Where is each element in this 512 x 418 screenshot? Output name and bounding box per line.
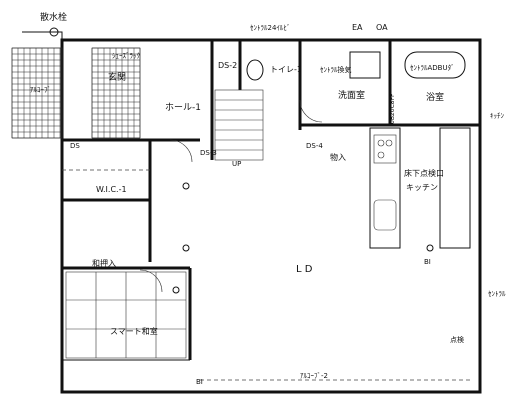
drain-marker [49,27,59,37]
label-washitsu: スマート和室 [110,326,158,336]
kitchen-counter [369,127,401,249]
staircase [214,89,264,161]
label-wic: W.I.C.-1 [96,185,127,194]
label-ds-top: DS [70,142,80,150]
label-ea: EA [352,23,363,32]
label-drain: 散水栓 [40,11,67,23]
label-hall: ホール-1 [165,102,201,113]
label-central-exhaust: ｾﾝﾄﾗﾙ換気 [320,65,352,74]
bathtub [404,51,466,79]
label-oa: OA [376,23,388,32]
label-up: UP [232,160,241,168]
toilet-bowl [246,59,264,81]
door-swing-toilet [299,99,323,123]
label-storage: 物入 [330,152,346,162]
light-fixture [182,244,190,252]
label-side: ｷｯﾁﾝ [490,112,504,120]
label-bi2: BI [196,378,203,386]
tile-pattern-genkan [91,47,141,139]
door-swing-hall [169,139,193,163]
light-fixture [182,182,190,190]
label-kitchen-2: キッチン [406,183,438,192]
label-bi: BI [424,258,431,266]
label-zentora24: ｾﾝﾄﾗﾙ24ｲﾙﾋﾞ [250,24,290,32]
label-ds4: DS-4 [306,142,323,150]
light-fixture [426,244,434,252]
label-ds2: DS-2 [218,61,237,70]
kitchen-back-counter [439,127,471,249]
annex-outline [22,31,63,44]
label-shoe-rack: ｼｭｰｽﾞﾗｯｸ [112,52,140,60]
door-swing-washitsu [139,269,163,293]
label-alcove: ｱﾙｺｰﾌﾞ [30,86,51,94]
wash-basin [349,51,381,79]
label-zentora-adbu: ｾﾝﾄﾗﾙADBUﾀﾞ [410,64,455,72]
cooktop [373,134,397,164]
kitchen-sink [373,199,397,231]
label-ld: L D [296,264,313,275]
outer-wall [60,38,482,394]
label-ds3: DS-3 [200,149,217,157]
label-inspection: 点検 [450,335,464,344]
label-wa-storage: 和押入 [92,258,116,268]
label-toilet1: トイレ-1 [270,65,302,74]
light-fixture [172,286,180,294]
label-wash: 洗面室 [338,89,365,101]
label-alcove2: ｱﾙｺｰﾌﾞ-2 [300,372,328,380]
tatami-grid [65,271,187,359]
label-zentora-right: ｾﾝﾄﾗﾙ [488,290,506,298]
label-kitchen-1: 床下点検口 [404,168,444,178]
label-bath: 浴室 [426,91,444,103]
label-refrig: 0B20C8FF [389,93,396,124]
tile-pattern-left [11,47,62,139]
label-genkan: 玄関 [108,71,126,83]
